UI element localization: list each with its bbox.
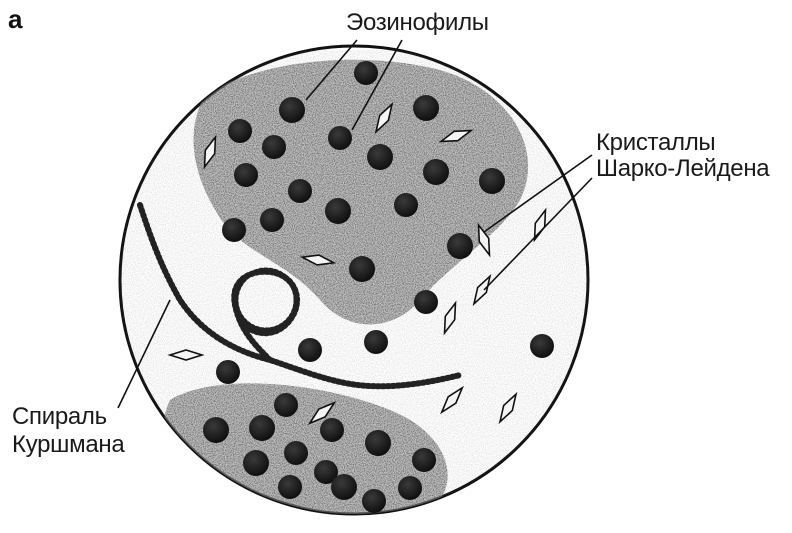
eosinophil-cell: [394, 193, 418, 217]
eosinophil-cell: [325, 198, 351, 224]
eosinophil-cell: [222, 218, 246, 242]
eosinophil-cell: [262, 135, 286, 159]
label-eosinophils: Эозинофилы: [346, 10, 489, 36]
eosinophil-cell: [423, 159, 449, 185]
panel-letter: а: [8, 4, 22, 35]
label-crystals-line2: Шарко-Лейдена: [596, 156, 769, 182]
eosinophil-cell: [234, 163, 258, 187]
eosinophil-cell: [260, 208, 284, 232]
eosinophil-cell: [349, 256, 375, 282]
eosinophil-cell: [328, 126, 352, 150]
eosinophil-cell: [320, 418, 344, 442]
eosinophil-cell: [278, 475, 302, 499]
eosinophil-cell: [331, 474, 357, 500]
eosinophil-cell: [364, 330, 388, 354]
eosinophil-cell: [367, 144, 393, 170]
eosinophil-cell: [365, 430, 391, 456]
eosinophil-cell: [216, 360, 240, 384]
eosinophil-cell: [228, 119, 252, 143]
eosinophil-cell: [243, 450, 269, 476]
eosinophil-cell: [298, 338, 322, 362]
label-spiral-line2: Куршмана: [12, 432, 124, 458]
mucus-speckle-scatter: [120, 50, 590, 510]
eosinophil-cell: [530, 334, 554, 358]
eosinophil-cell: [413, 95, 439, 121]
eosinophil-cell: [274, 393, 298, 417]
eosinophil-cell: [398, 476, 422, 500]
eosinophil-cell: [249, 415, 275, 441]
eosinophil-cell: [447, 233, 473, 259]
eosinophil-cell: [354, 61, 378, 85]
label-crystals-line1: Кристаллы: [596, 130, 715, 156]
eosinophil-cell: [479, 168, 505, 194]
eosinophil-cell: [279, 97, 305, 123]
eosinophil-cell: [288, 179, 312, 203]
eosinophil-cell: [284, 441, 308, 465]
eosinophil-cell: [203, 417, 229, 443]
label-spiral-line1: Спираль: [12, 404, 107, 430]
eosinophil-cell: [362, 489, 386, 513]
eosinophil-cell: [412, 448, 436, 472]
eosinophil-cell: [414, 290, 438, 314]
